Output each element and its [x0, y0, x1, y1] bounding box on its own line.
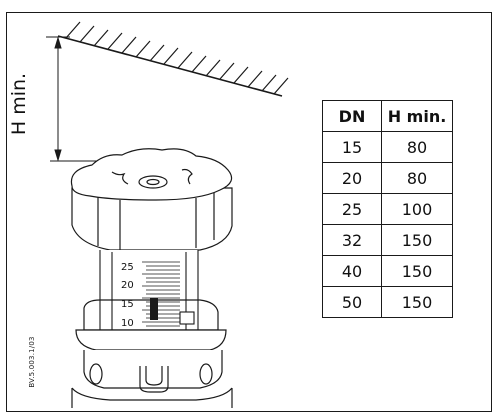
table-cell: 150 [381, 224, 453, 256]
table-row: 50 150 [322, 286, 453, 318]
scale-sleeve [99, 250, 199, 341]
table-row: 32 150 [322, 224, 453, 256]
dimension-h-min [46, 36, 120, 162]
table-header-row: DN H min. [322, 100, 453, 132]
reference-code: BV.5.003.1/03 [24, 330, 40, 394]
table-cell: 40 [322, 255, 382, 287]
column-header-h-min: H min. [381, 100, 453, 132]
handwheel [70, 148, 233, 251]
table-cell: 25 [322, 193, 382, 225]
table-cell: 80 [381, 131, 453, 163]
table-row: 15 80 [322, 131, 453, 163]
dimension-label: H min. [4, 72, 34, 136]
dimension-table: DN H min. 15 80 20 80 25 100 32 150 40 1… [322, 100, 453, 318]
table-row: 40 150 [322, 255, 453, 287]
column-header-dn: DN [322, 100, 382, 132]
table-cell: 150 [381, 286, 453, 318]
ceiling-hatch [57, 21, 289, 97]
table-row: 25 100 [322, 193, 453, 225]
table-cell: 20 [322, 162, 382, 194]
table-cell: 32 [322, 224, 382, 256]
scale-label: 10 [121, 318, 134, 329]
dimension-label-text: H min. [8, 72, 30, 136]
table-cell: 15 [322, 131, 382, 163]
table-cell: 50 [322, 286, 382, 318]
scale-label: 25 [121, 262, 134, 273]
table-row: 20 80 [322, 162, 453, 194]
table-cell: 100 [381, 193, 453, 225]
diagram-frame [6, 12, 492, 412]
reference-code-text: BV.5.003.1/03 [28, 336, 36, 388]
scale-label: 15 [121, 299, 134, 310]
scale-label: 20 [121, 280, 134, 291]
table-cell: 150 [381, 255, 453, 287]
table-cell: 80 [381, 162, 453, 194]
scale-labels: 25 20 15 10 [121, 262, 134, 329]
valve-body [71, 299, 233, 408]
